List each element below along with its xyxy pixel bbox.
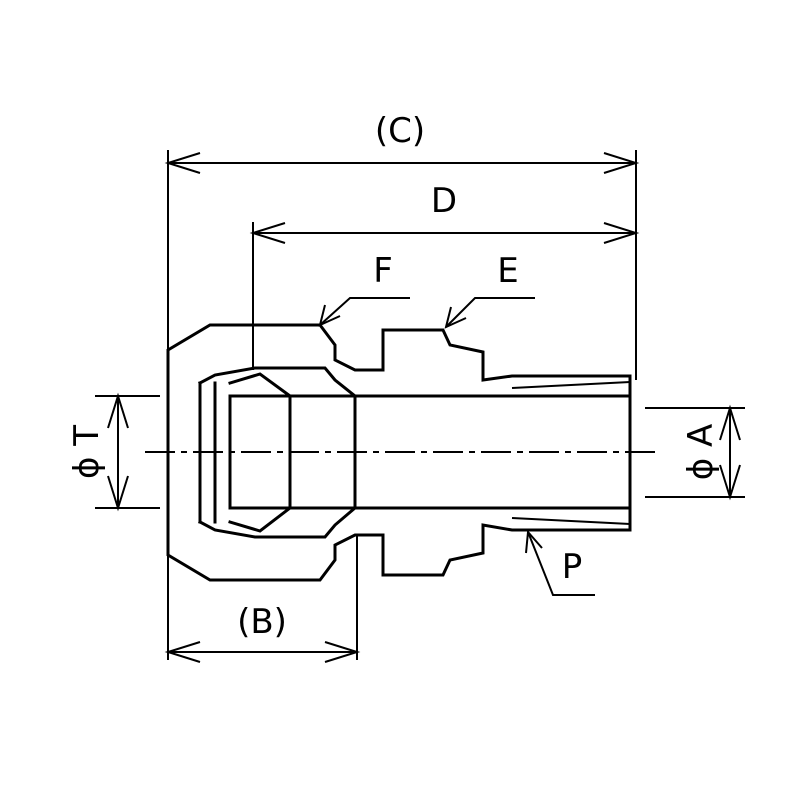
label-C: (C) [375, 111, 425, 151]
leader-F [319, 297, 410, 326]
label-B: (B) [237, 602, 287, 642]
arrow-F [318, 304, 341, 327]
arrow-E [444, 306, 467, 329]
ferrule-inner-bottom [228, 505, 293, 533]
arrow-T-bottom [107, 475, 129, 512]
thread-root-bottom [511, 517, 631, 525]
arrow-D-right [603, 222, 640, 244]
label-P: P [562, 547, 583, 587]
nut-body-outline-top [166, 323, 632, 397]
arrow-C-right [603, 152, 640, 174]
label-phi-T: ϕ T [67, 425, 107, 479]
label-F: F [373, 251, 393, 291]
label-D: D [431, 181, 457, 221]
arrow-B-left [164, 641, 201, 663]
leader-E [445, 297, 535, 328]
arrow-T-top [107, 392, 129, 429]
ferrule-top [197, 366, 358, 399]
arrow-B-right [324, 641, 361, 663]
nut-body-outline-bottom [166, 508, 632, 582]
label-E: E [497, 251, 518, 291]
leader-P [527, 531, 595, 596]
ferrule-inner-top [228, 372, 293, 399]
arrow-A-top [719, 404, 741, 441]
thread-root-top [511, 381, 631, 389]
arrow-C-left [164, 152, 201, 174]
ferrule-bottom [197, 505, 358, 539]
arrow-P [525, 529, 543, 554]
arrow-D-left [249, 222, 286, 244]
label-phi-A: ϕ A [681, 424, 721, 481]
arrow-A-bottom [719, 464, 741, 501]
